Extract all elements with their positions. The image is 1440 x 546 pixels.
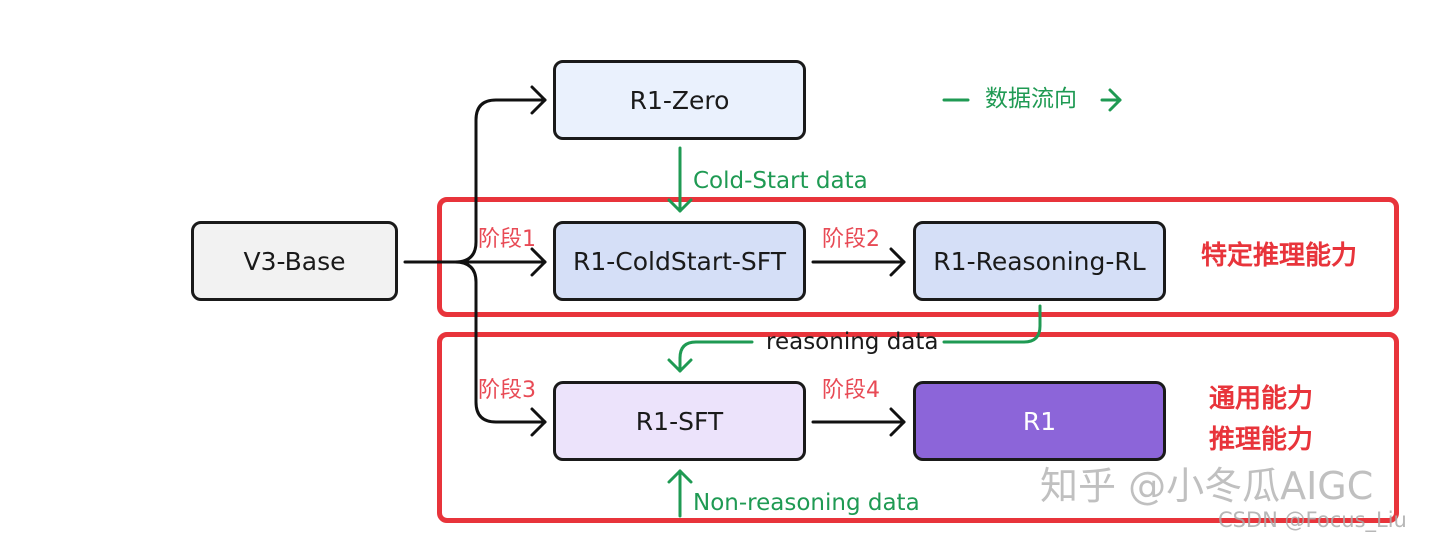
node-r1-zero: R1-Zero	[553, 60, 806, 140]
legend-data-flow: 数据流向	[985, 86, 1077, 112]
label-stage-3: 阶段3	[478, 378, 536, 403]
arrow-reasoning-data-b	[678, 340, 754, 373]
caption-specific-reasoning: 特定推理能力	[1201, 241, 1358, 271]
watermark-zhihu: 知乎 @小冬瓜AIGC	[1040, 464, 1374, 508]
general-reasoning-frame	[437, 332, 1399, 523]
node-r1-coldstart-sft: R1-ColdStart-SFT	[553, 221, 806, 301]
node-r1-reasoning-rl: R1-Reasoning-RL	[913, 221, 1166, 301]
watermark-csdn: CSDN @Focus_Liu	[1218, 508, 1407, 532]
label-reasoning-data: reasoning data	[766, 329, 939, 355]
label-stage-4: 阶段4	[822, 378, 880, 403]
label-non-reasoning-data: Non-reasoning data	[693, 490, 920, 516]
node-v3-base: V3-Base	[191, 221, 398, 301]
label-stage-2: 阶段2	[822, 227, 880, 252]
arrow-reasoning-data-a	[942, 304, 1042, 344]
label-stage-1: 阶段1	[478, 227, 536, 252]
arrow-base-to-zero	[453, 98, 547, 264]
specific-reasoning-frame	[437, 197, 1399, 317]
caption-reasoning-ability: 推理能力	[1209, 425, 1314, 455]
node-r1-sft: R1-SFT	[553, 381, 806, 461]
label-cold-start-data: Cold-Start data	[693, 168, 868, 194]
arrow-base-to-sft	[453, 260, 547, 424]
node-r1: R1	[913, 381, 1166, 461]
caption-general-ability: 通用能力	[1209, 384, 1314, 414]
